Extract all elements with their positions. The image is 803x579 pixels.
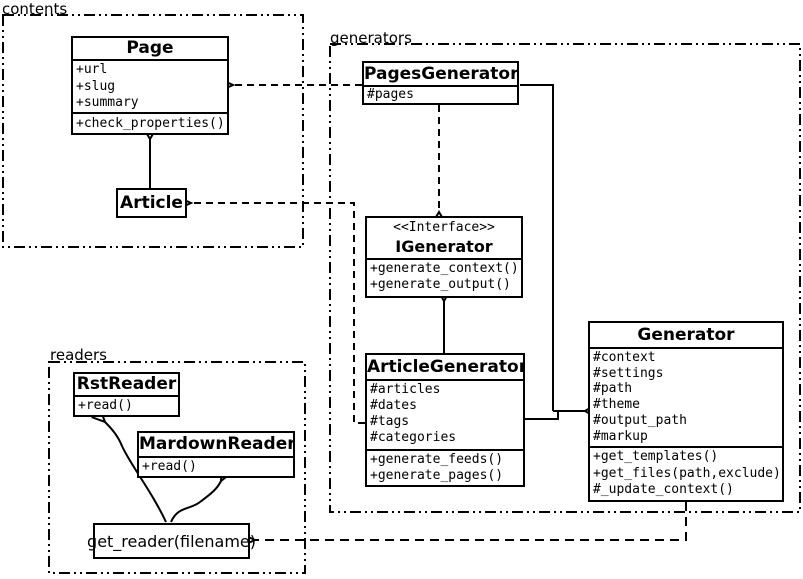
attribute: +slug: [76, 78, 116, 94]
class-articlegenerator-title: ArticleGenerator: [367, 357, 523, 377]
dependency-generator-to-getreader: [255, 502, 687, 540]
class-igenerator-methods: +generate_context() +generate_output(): [367, 258, 521, 297]
class-igenerator-stereotype: <<Interface>>: [393, 220, 495, 235]
method: +get_templates(): [593, 449, 719, 464]
attribute: #context: [593, 350, 656, 365]
inheritance-pagesgenerator-to-generator: [520, 84, 554, 411]
attribute: #settings: [593, 365, 664, 381]
attribute: #dates: [370, 398, 417, 413]
class-article: Article: [116, 188, 187, 218]
class-pagesgenerator-attributes: #pages: [364, 85, 517, 104]
method: +generate_feeds(): [370, 452, 504, 467]
attribute: #output_path: [593, 412, 687, 428]
class-page-title: Page: [126, 38, 174, 58]
method: +generate_output(): [370, 277, 511, 292]
method: +get_files(path,exclude): [593, 465, 781, 481]
class-generator-title: Generator: [637, 325, 735, 345]
method: +read(): [142, 459, 197, 474]
class-articlegenerator-methods: +generate_feeds() +generate_pages(): [367, 449, 523, 487]
attribute: +summary: [76, 95, 139, 110]
method: +check_properties(): [76, 116, 225, 131]
class-articlegenerator: ArticleGenerator #articles #dates #tags …: [365, 353, 525, 487]
class-rstreader: RstReader +read(): [73, 372, 180, 417]
method: +generate_context(): [370, 261, 519, 276]
attribute: #theme: [593, 397, 640, 413]
method: +generate_pages(): [370, 468, 504, 483]
get-reader-box: get_reader(filename): [87, 523, 256, 559]
class-mardownreader-title: MardownReader: [139, 434, 293, 454]
attribute: #pages: [367, 87, 414, 102]
class-igenerator-title: IGenerator: [395, 237, 493, 256]
class-generator-attributes: #context #settings #path #theme #output_…: [590, 347, 782, 446]
method: +read(): [78, 398, 133, 413]
arrow-getreader-to-mardownreader: [170, 481, 221, 523]
class-article-title: Article: [120, 193, 183, 213]
attribute: #articles: [370, 382, 441, 397]
dependency-articlegenerator-to-article: [191, 203, 365, 424]
attribute: +url: [76, 62, 108, 77]
get-reader-label: get_reader(filename): [87, 531, 256, 551]
class-mardownreader: MardownReader +read(): [137, 431, 295, 478]
inheritance-articlegenerator-to-generator: [525, 411, 559, 420]
class-pagesgenerator: PagesGenerator #pages: [362, 61, 519, 105]
attribute: #path: [593, 381, 633, 397]
contents-package-border: [2, 14, 304, 248]
class-pagesgenerator-title: PagesGenerator: [364, 64, 517, 84]
class-page: Page +url +slug +summary +check_properti…: [71, 36, 229, 135]
class-generator-methods: +get_templates() +get_files(path,exclude…: [590, 446, 782, 502]
class-rstreader-title: RstReader: [76, 374, 177, 394]
class-mardownreader-methods: +read(): [139, 456, 293, 477]
class-articlegenerator-attributes: #articles #dates #tags #categories: [367, 379, 523, 449]
class-generator: Generator #context #settings #path #them…: [588, 321, 784, 502]
attribute: #markup: [593, 428, 648, 444]
arrow-getreader-to-rstreader: [105, 422, 167, 523]
method: #_update_context(): [593, 482, 734, 497]
class-rstreader-methods: +read(): [75, 395, 178, 416]
readers-package-border: [48, 361, 306, 574]
contents-package-label: contents: [2, 0, 68, 18]
class-igenerator: <<Interface>> IGenerator +generate_conte…: [365, 216, 523, 298]
class-page-methods: +check_properties(): [73, 112, 227, 135]
class-page-attributes: +url +slug +summary: [73, 59, 227, 112]
generators-package-border: [329, 43, 801, 513]
generators-package-label: generators: [330, 29, 412, 47]
class-igenerator-header: <<Interface>> IGenerator: [367, 218, 521, 258]
attribute: #tags: [370, 414, 410, 429]
attribute: #categories: [370, 430, 457, 445]
readers-package-label: readers: [50, 346, 107, 364]
